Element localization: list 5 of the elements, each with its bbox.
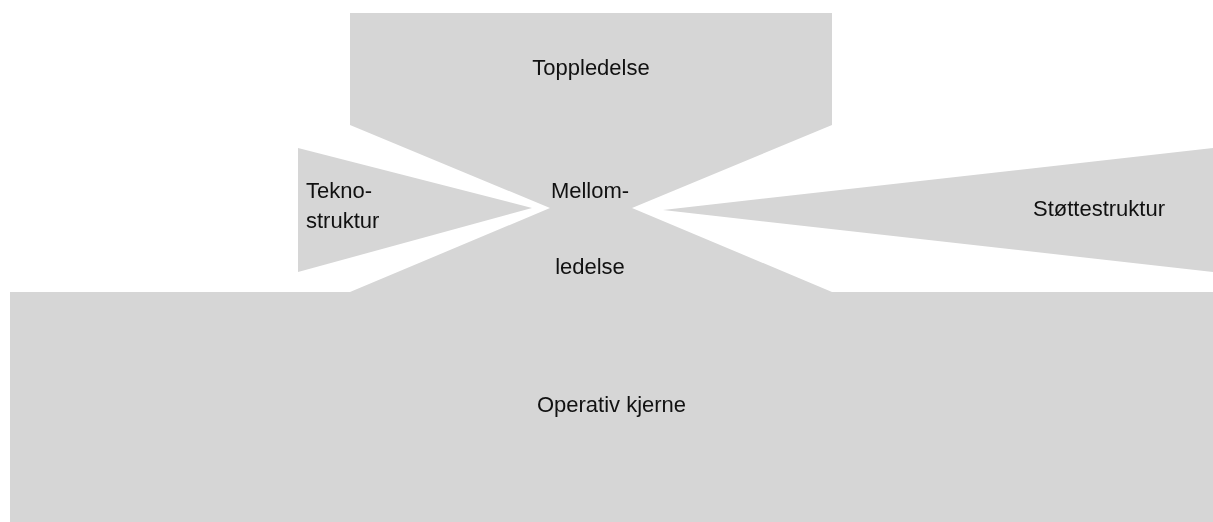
box-label: Operativ kjerne bbox=[535, 392, 688, 418]
shape-label: Tekno- struktur bbox=[306, 177, 381, 235]
shape-label: Støttestruktur bbox=[1033, 196, 1167, 222]
shape-label: Mellom- ledelse bbox=[549, 177, 631, 281]
box-label: Toppledelse bbox=[531, 55, 651, 81]
